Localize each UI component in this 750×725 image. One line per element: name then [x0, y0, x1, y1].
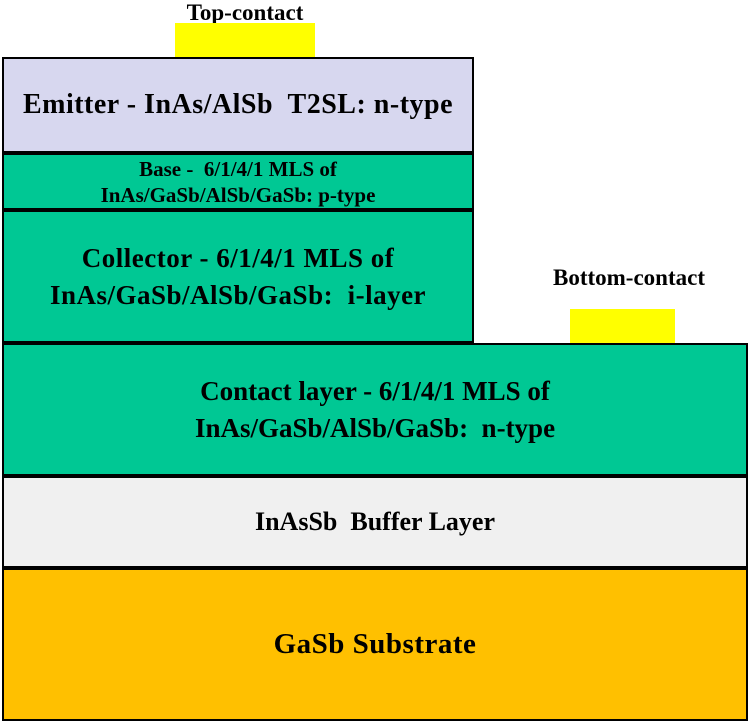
layer-collector: Collector - 6/1/4/1 MLS of InAs/GaSb/AlS… — [2, 210, 474, 343]
layer-buffer: InAsSb Buffer Layer — [2, 476, 748, 568]
layer-base-label-line2: InAs/GaSb/AlSb/GaSb: p-type — [100, 182, 376, 207]
layer-substrate: GaSb Substrate — [2, 568, 748, 721]
top-contact-label: Top-contact — [186, 0, 304, 25]
top-contact-pad — [175, 23, 315, 57]
layer-base: Base - 6/1/4/1 MLS of InAs/GaSb/AlSb/GaS… — [2, 153, 474, 210]
bottom-contact-label: Bottom-contact — [552, 265, 705, 290]
layer-buffer-label: InAsSb Buffer Layer — [254, 507, 496, 536]
layer-collector-label-line1: Collector - 6/1/4/1 MLS of — [81, 242, 395, 273]
layer-emitter-label: Emitter - InAs/AlSb T2SL: n-type — [22, 89, 454, 120]
layer-base-label-line1: Base - 6/1/4/1 MLS of — [139, 156, 337, 181]
bottom-contact-pad — [570, 309, 675, 343]
layer-contact-label-line2: InAs/GaSb/AlSb/GaSb: n-type — [194, 412, 556, 443]
layer-collector-label-line2: InAs/GaSb/AlSb/GaSb: i-layer — [49, 279, 427, 310]
layer-substrate-label: GaSb Substrate — [273, 628, 477, 660]
layer-emitter: Emitter - InAs/AlSb T2SL: n-type — [2, 57, 474, 153]
layer-contact-label-line1: Contact layer - 6/1/4/1 MLS of — [200, 375, 550, 406]
layer-contact: Contact layer - 6/1/4/1 MLS of InAs/GaSb… — [2, 343, 748, 476]
